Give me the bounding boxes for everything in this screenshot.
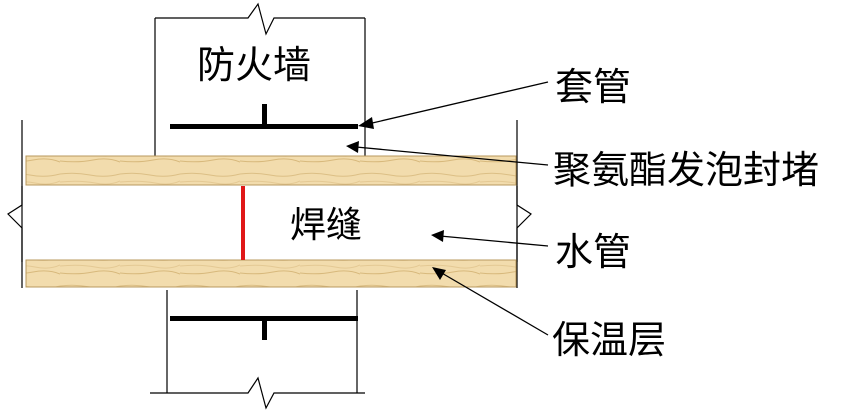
leader-water-pipe bbox=[431, 230, 549, 247]
insulation-bottom bbox=[25, 259, 517, 288]
leader-insulation bbox=[432, 267, 549, 336]
label-water-pipe: 水管 bbox=[555, 230, 631, 274]
firewall-lower bbox=[150, 290, 365, 410]
label-weld: 焊缝 bbox=[290, 205, 362, 246]
weld-line bbox=[241, 186, 245, 260]
firewall-upper bbox=[154, 2, 366, 158]
label-sealant: 聚氨酯发泡封堵 bbox=[553, 148, 819, 192]
sleeve-upper bbox=[170, 104, 358, 129]
label-insulation: 保温层 bbox=[552, 318, 666, 362]
leader-sealant bbox=[346, 141, 549, 166]
label-sleeve: 套管 bbox=[555, 65, 631, 109]
insulation-top bbox=[25, 155, 517, 186]
pipe-outline bbox=[7, 120, 532, 288]
label-firewall: 防火墙 bbox=[197, 43, 311, 87]
leader-sleeve bbox=[358, 81, 549, 129]
sleeve-lower bbox=[170, 316, 358, 340]
